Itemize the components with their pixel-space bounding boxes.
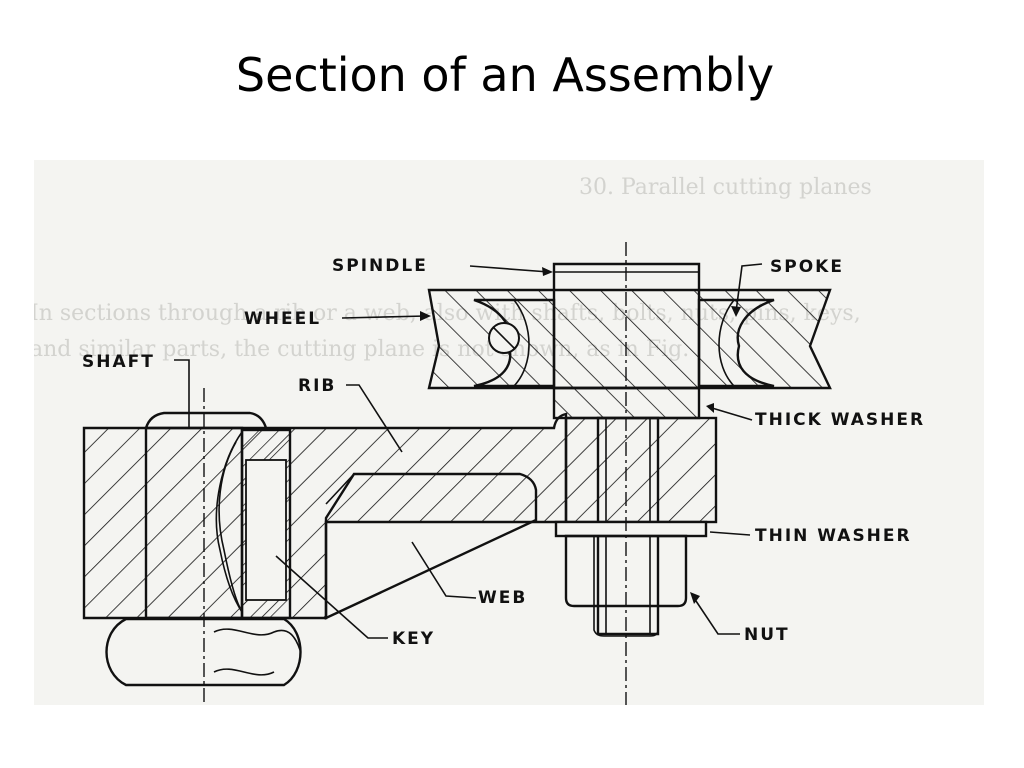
hub [564, 416, 718, 524]
leader-thick-washer [711, 407, 753, 421]
label-web: WEB [478, 588, 527, 608]
slide-title: Section of an Assembly [235, 48, 775, 102]
leader-key [275, 555, 388, 639]
label-thin-washer: THIN WASHER [755, 526, 912, 546]
wheel [427, 288, 832, 390]
leader-lines [174, 263, 763, 639]
label-shaft: SHAFT [82, 352, 155, 372]
shaft-lower [105, 617, 302, 687]
nut [564, 534, 688, 637]
ghost-line-1: 30. Parallel cutting planes [579, 175, 872, 200]
leader-wheel [341, 315, 427, 319]
label-spoke: SPOKE [770, 257, 844, 277]
leader-web [411, 541, 477, 599]
leader-shaft [174, 359, 190, 428]
label-nut: NUT [744, 625, 790, 645]
leader-rib [346, 384, 403, 453]
web [324, 472, 538, 620]
assembly-section-drawing: 30. Parallel cutting planes In sections … [34, 160, 984, 705]
leader-spindle [469, 265, 550, 273]
key [240, 428, 292, 620]
label-wheel: WHEEL [244, 309, 321, 329]
label-rib: RIB [298, 376, 336, 396]
label-spindle: SPINDLE [332, 256, 428, 276]
thin-washer [554, 520, 708, 538]
leader-spoke [735, 263, 763, 313]
part-labels: SPINDLE SPOKE WHEEL SHAFT RIB THICK WASH… [82, 256, 925, 649]
leader-nut [693, 597, 740, 635]
label-key: KEY [392, 629, 435, 649]
drawing-canvas: 30. Parallel cutting planes In sections … [34, 175, 925, 705]
leader-thin-washer [709, 531, 751, 536]
label-thick-washer: THICK WASHER [755, 410, 925, 430]
